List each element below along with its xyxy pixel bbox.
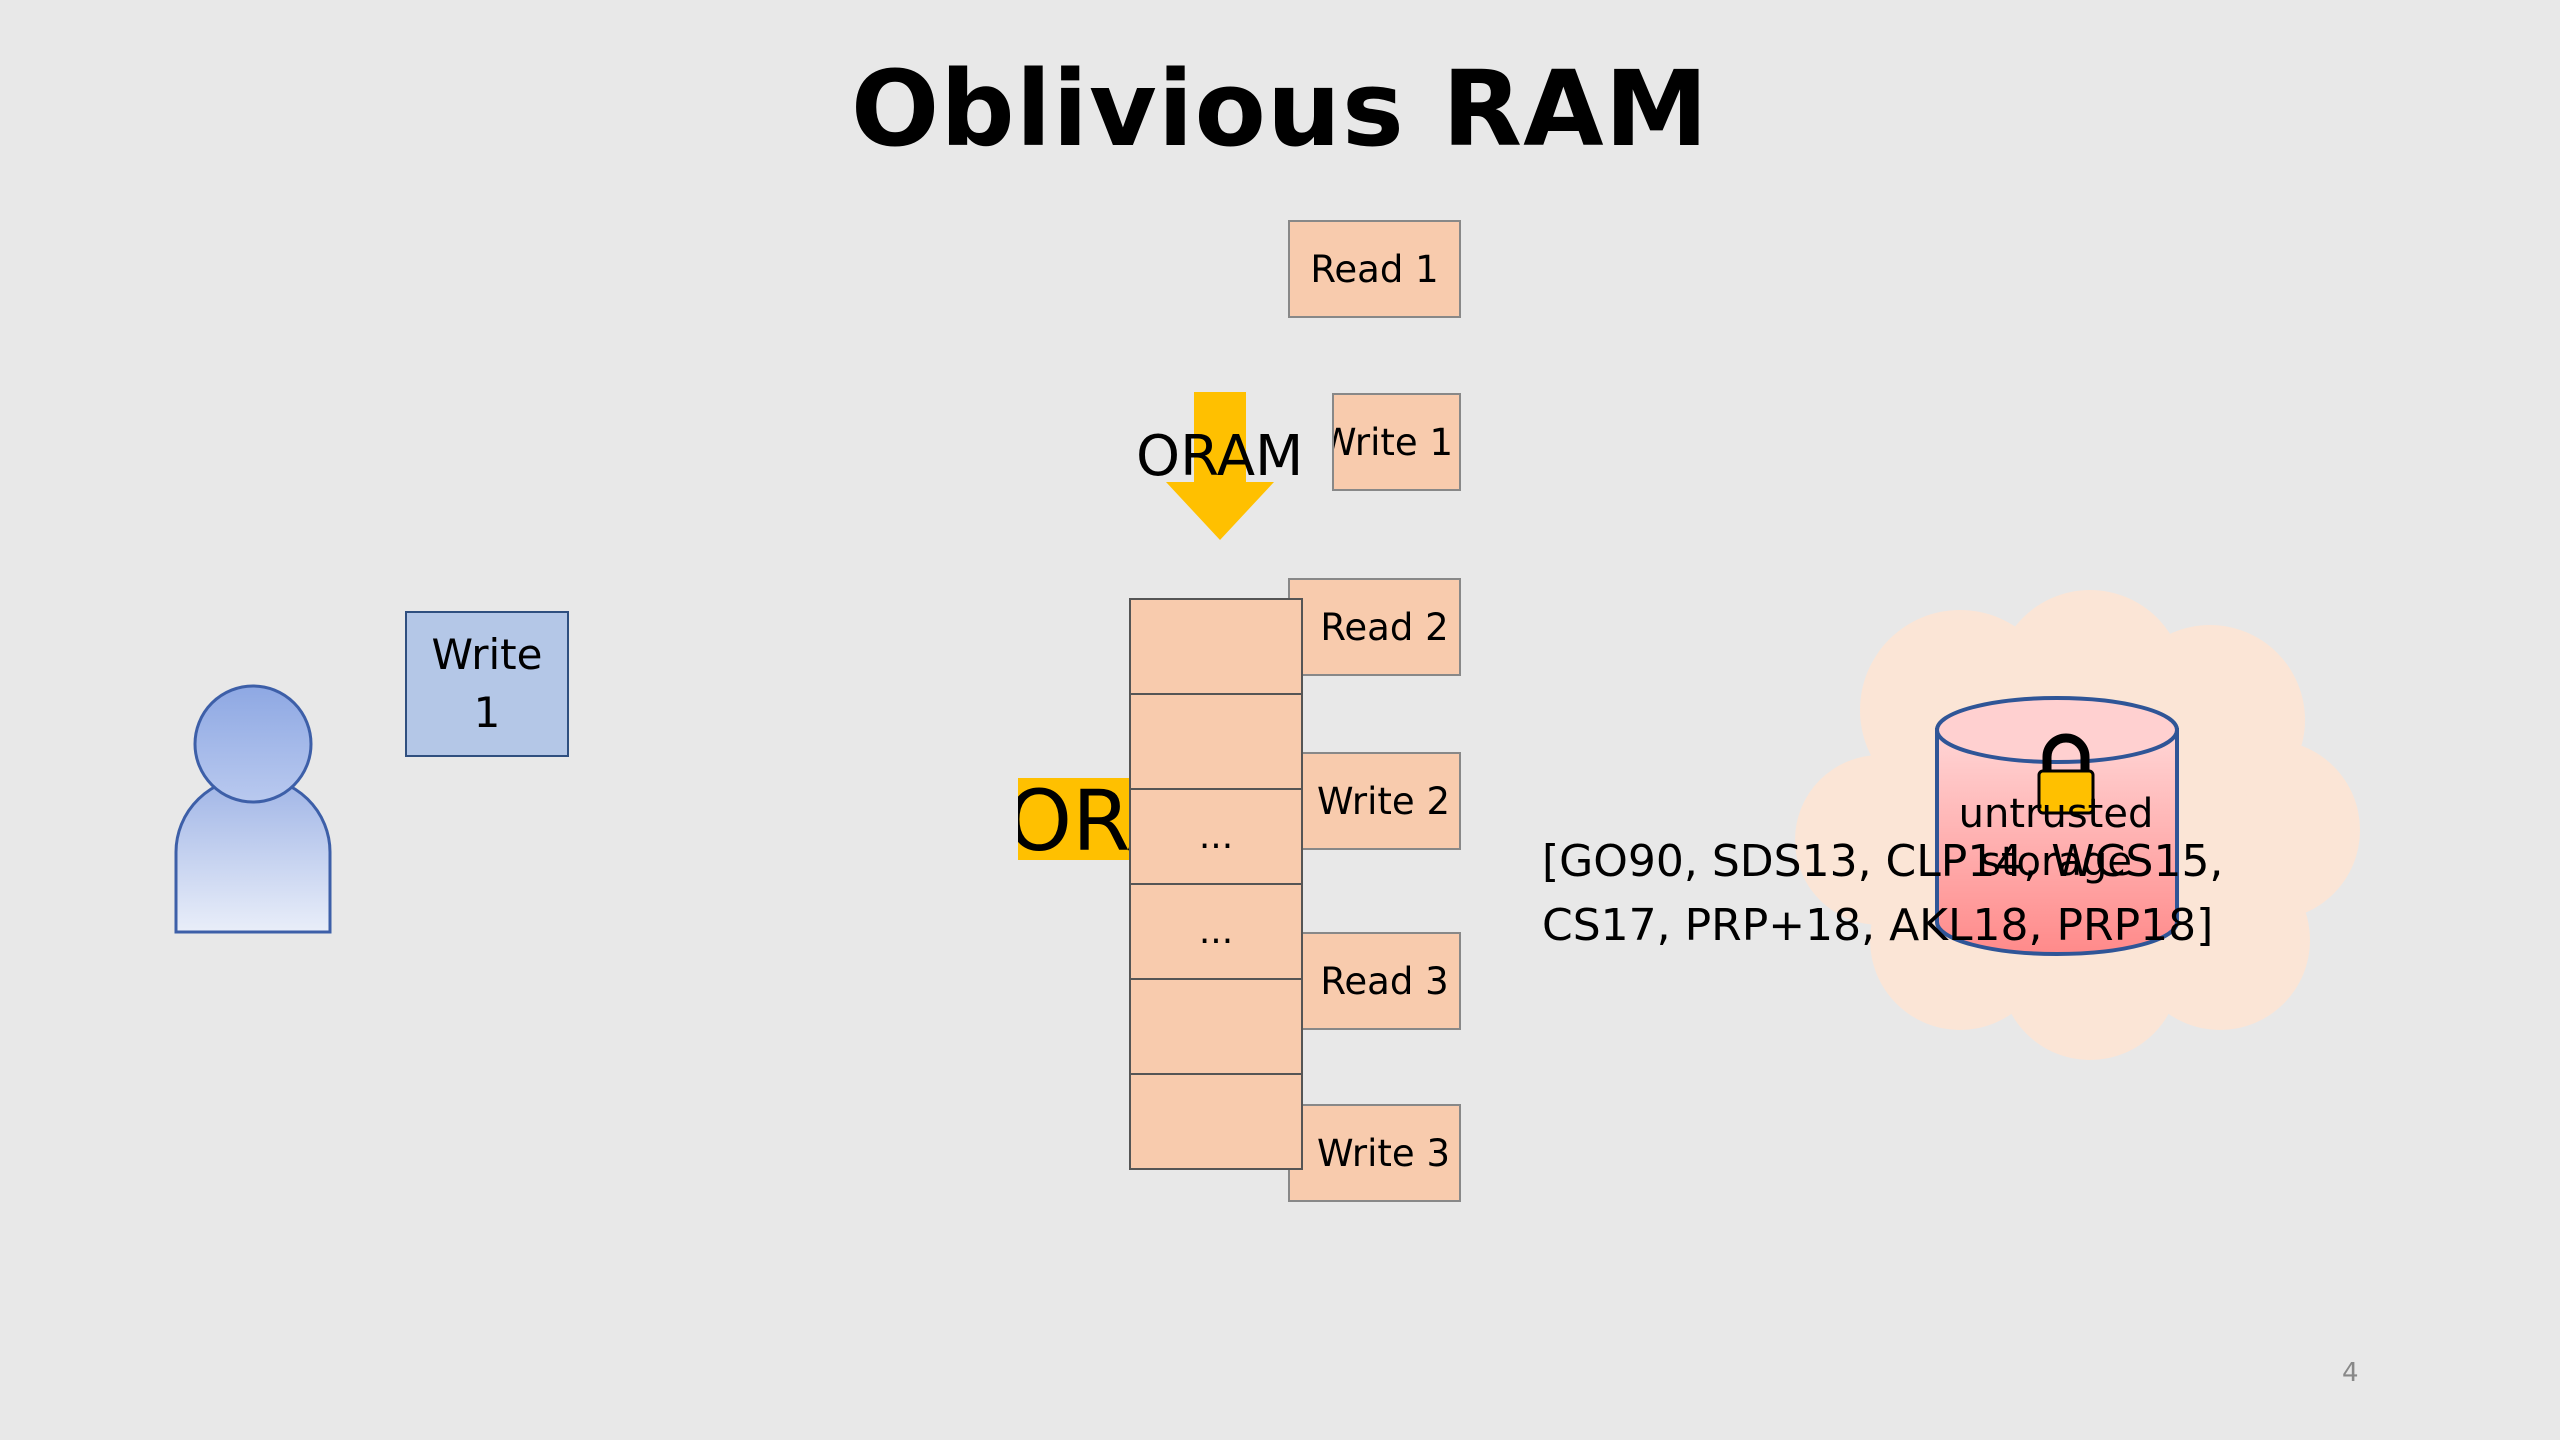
slide-title: Oblivious RAM [850,48,1710,170]
stack-cell [1129,598,1303,695]
op-write-1-label: Write 1 [1332,420,1453,464]
op-write-2-label: Write 2 [1317,779,1450,823]
citation-text: [GO90, SDS13, CLP14, WCS15, CS17, PRP+18… [1542,830,2223,958]
user-write-label-line2: 1 [473,688,501,737]
op-read-1: Read 1 [1288,220,1461,318]
op-write-3-label: Write 3 [1317,1131,1450,1175]
oram-memory-stack: ... ... [1129,598,1303,1172]
lock-icon [2037,733,2095,815]
stack-cell: ... [1129,883,1303,980]
op-write-3: Write 3 [1288,1104,1461,1202]
user-icon [174,684,332,934]
stack-cell: ... [1129,788,1303,885]
stack-cell [1129,693,1303,790]
citation-line1: [GO90, SDS13, CLP14, WCS15, [1542,836,2224,887]
op-read-3-label: Read 3 [1320,959,1449,1003]
oram-big-text: ORAM [1018,778,1130,860]
op-read-2: Read 2 [1288,578,1461,676]
page-number: 4 [2342,1358,2359,1388]
storage-label-line1: untrusted [1958,791,2154,837]
storage-label-line2: storage [1980,839,2132,885]
op-write-2: Write 2 [1288,752,1461,850]
down-arrow-icon [1166,392,1274,540]
oram-small-label: ORAM [1136,424,1304,489]
op-read-1-label: Read 1 [1310,247,1439,291]
user-write-label-line1: Write [431,630,543,679]
stack-cell [1129,978,1303,1075]
stack-cell [1129,1073,1303,1170]
oram-big-label: ORAM [1018,778,1130,860]
storage-cylinder-icon [1935,696,2179,956]
storage-label: untrusted storage [1946,790,2166,886]
op-read-3: Read 3 [1288,932,1461,1030]
op-write-1: Write 1 [1332,393,1461,491]
citation-line2: CS17, PRP+18, AKL18, PRP18] [1542,900,2214,951]
op-read-2-label: Read 2 [1320,605,1449,649]
user-write-box: Write 1 [405,611,569,757]
